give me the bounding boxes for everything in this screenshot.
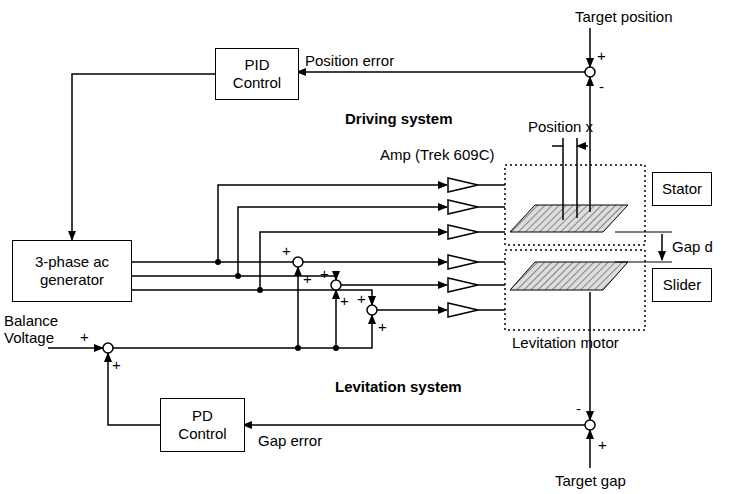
generator-box: 3-phase ac generator	[12, 240, 132, 302]
sign-label: +	[597, 47, 606, 64]
stator-box: Stator	[652, 172, 712, 206]
sign-label: -	[576, 400, 581, 417]
sign-label: +	[378, 318, 387, 335]
text-label: Driving system	[345, 110, 453, 127]
sign-label: +	[80, 328, 89, 345]
box-text: Slider	[663, 276, 701, 294]
controller-box: PID Control	[215, 48, 299, 100]
text-label: Amp (Trek 609C)	[380, 146, 494, 163]
text-label: Gap error	[258, 432, 322, 449]
sign-label: +	[320, 265, 329, 282]
text-label: Position x	[528, 118, 593, 135]
text-label: Levitation motor	[512, 334, 619, 351]
text-label: Gap d	[672, 238, 713, 255]
text-label: Target gap	[555, 472, 626, 489]
text-label: Balance Voltage	[4, 312, 64, 346]
box-text: 3-phase ac generator	[19, 253, 125, 289]
sign-label: +	[112, 356, 121, 373]
sign-label: +	[598, 436, 607, 453]
box-text: PD Control	[167, 407, 238, 443]
slider-box: Slider	[652, 268, 712, 302]
sign-label: +	[357, 290, 366, 307]
controller-box: PD Control	[160, 398, 245, 452]
text-label: Target position	[575, 8, 673, 25]
sign-label: -	[599, 78, 604, 95]
sign-label: +	[282, 242, 291, 259]
box-text: Stator	[662, 180, 702, 198]
sign-label: +	[340, 292, 349, 309]
sign-label: +	[303, 270, 312, 287]
box-text: PID Control	[222, 56, 292, 92]
signal-connector	[72, 74, 215, 240]
text-label: Levitation system	[335, 378, 462, 395]
text-label: Position error	[305, 52, 394, 69]
